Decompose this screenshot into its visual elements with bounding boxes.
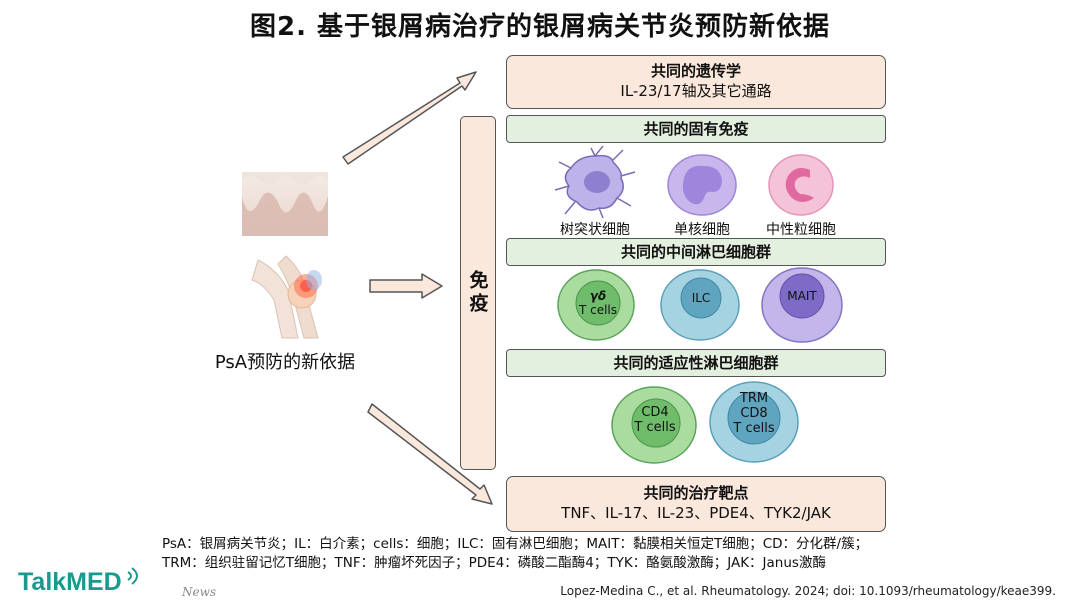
immunity-label: 免疫 [466,270,489,316]
arrow-down [367,403,493,505]
ilc-cell-icon [660,269,740,341]
knee-joint-icon [251,255,322,339]
trm-line3: T cells [733,421,775,436]
arrow-right [369,273,443,299]
citation: Lopez-Medina C., et al. Rheumatology. 20… [560,584,1056,598]
mait-cell-icon [761,267,843,343]
trm-line2: CD8 [740,406,768,421]
genetic-subtitle: IL-23/17轴及其它通路 [620,82,772,100]
psa-label: PsA预防的新依据 [214,352,356,373]
signal-icon [127,567,138,585]
mait-cell: MAIT [760,266,844,344]
immunity-bar: 免疫 [460,116,496,470]
news-label: News [182,585,217,599]
skin-layer-icon [242,172,328,236]
cd4-line2: T cells [634,420,676,435]
monocyte-icon [667,154,737,216]
arrow-up [342,71,477,165]
footnote-line1: PsA：银屑病关节炎；IL：白介素；cells：细胞；ILC：固有淋巴细胞；MA… [162,536,869,552]
genetic-title: 共同的遗传学 [650,62,741,80]
gd-t-cell-icon [557,269,635,341]
ilc-cell: ILC [659,268,741,342]
adaptive-box: 共同的适应性淋巴细胞群 [506,349,886,377]
dendritic-cell-icon [554,146,636,218]
cd4-line1: CD4 [641,405,669,420]
page-title: 图2. 基于银屑病治疗的银屑病关节炎预防新依据 [249,12,831,42]
footnote-line2: TRM：组织驻留记忆T细胞；TNF：肿瘤坏死因子；PDE4：磷酸二酯酶4；TYK… [162,555,826,571]
ilc-cell-label: ILC [691,291,711,305]
dendritic-cell-label: 树突状细胞 [560,222,630,238]
intermediate-box: 共同的中间淋巴细胞群 [506,238,886,266]
gd-t-cell: γδ T cells [556,268,636,342]
mait-cell-label: MAIT [787,289,817,303]
cd4-t-cell: CD4 T cells [610,385,698,465]
neutrophil-label: 中性粒细胞 [766,222,836,238]
innate-box: 共同的固有免疫 [506,115,886,143]
trm-cd8-t-cell-icon [709,381,799,463]
logo-text: TalkMED [18,568,122,596]
treatment-subtitle: TNF、IL-17、IL-23、PDE4、TYK2/JAK [561,504,831,522]
treatment-box: 共同的治疗靶点 TNF、IL-17、IL-23、PDE4、TYK2/JAK [506,476,886,532]
treatment-title: 共同的治疗靶点 [643,484,749,502]
neutrophil-icon [768,154,834,216]
cd4-t-cell-icon [611,386,697,464]
gd-t-cell-line1: γδ [589,289,607,303]
trm-line1: TRM [739,391,769,406]
genetic-box: 共同的遗传学 IL-23/17轴及其它通路 [506,55,886,109]
trm-cd8-t-cell: TRM CD8 T cells [708,380,800,464]
gd-t-cell-line2: T cells [578,303,618,317]
talkmed-logo: TalkMED [18,567,140,597]
monocyte-label: 单核细胞 [674,222,730,238]
